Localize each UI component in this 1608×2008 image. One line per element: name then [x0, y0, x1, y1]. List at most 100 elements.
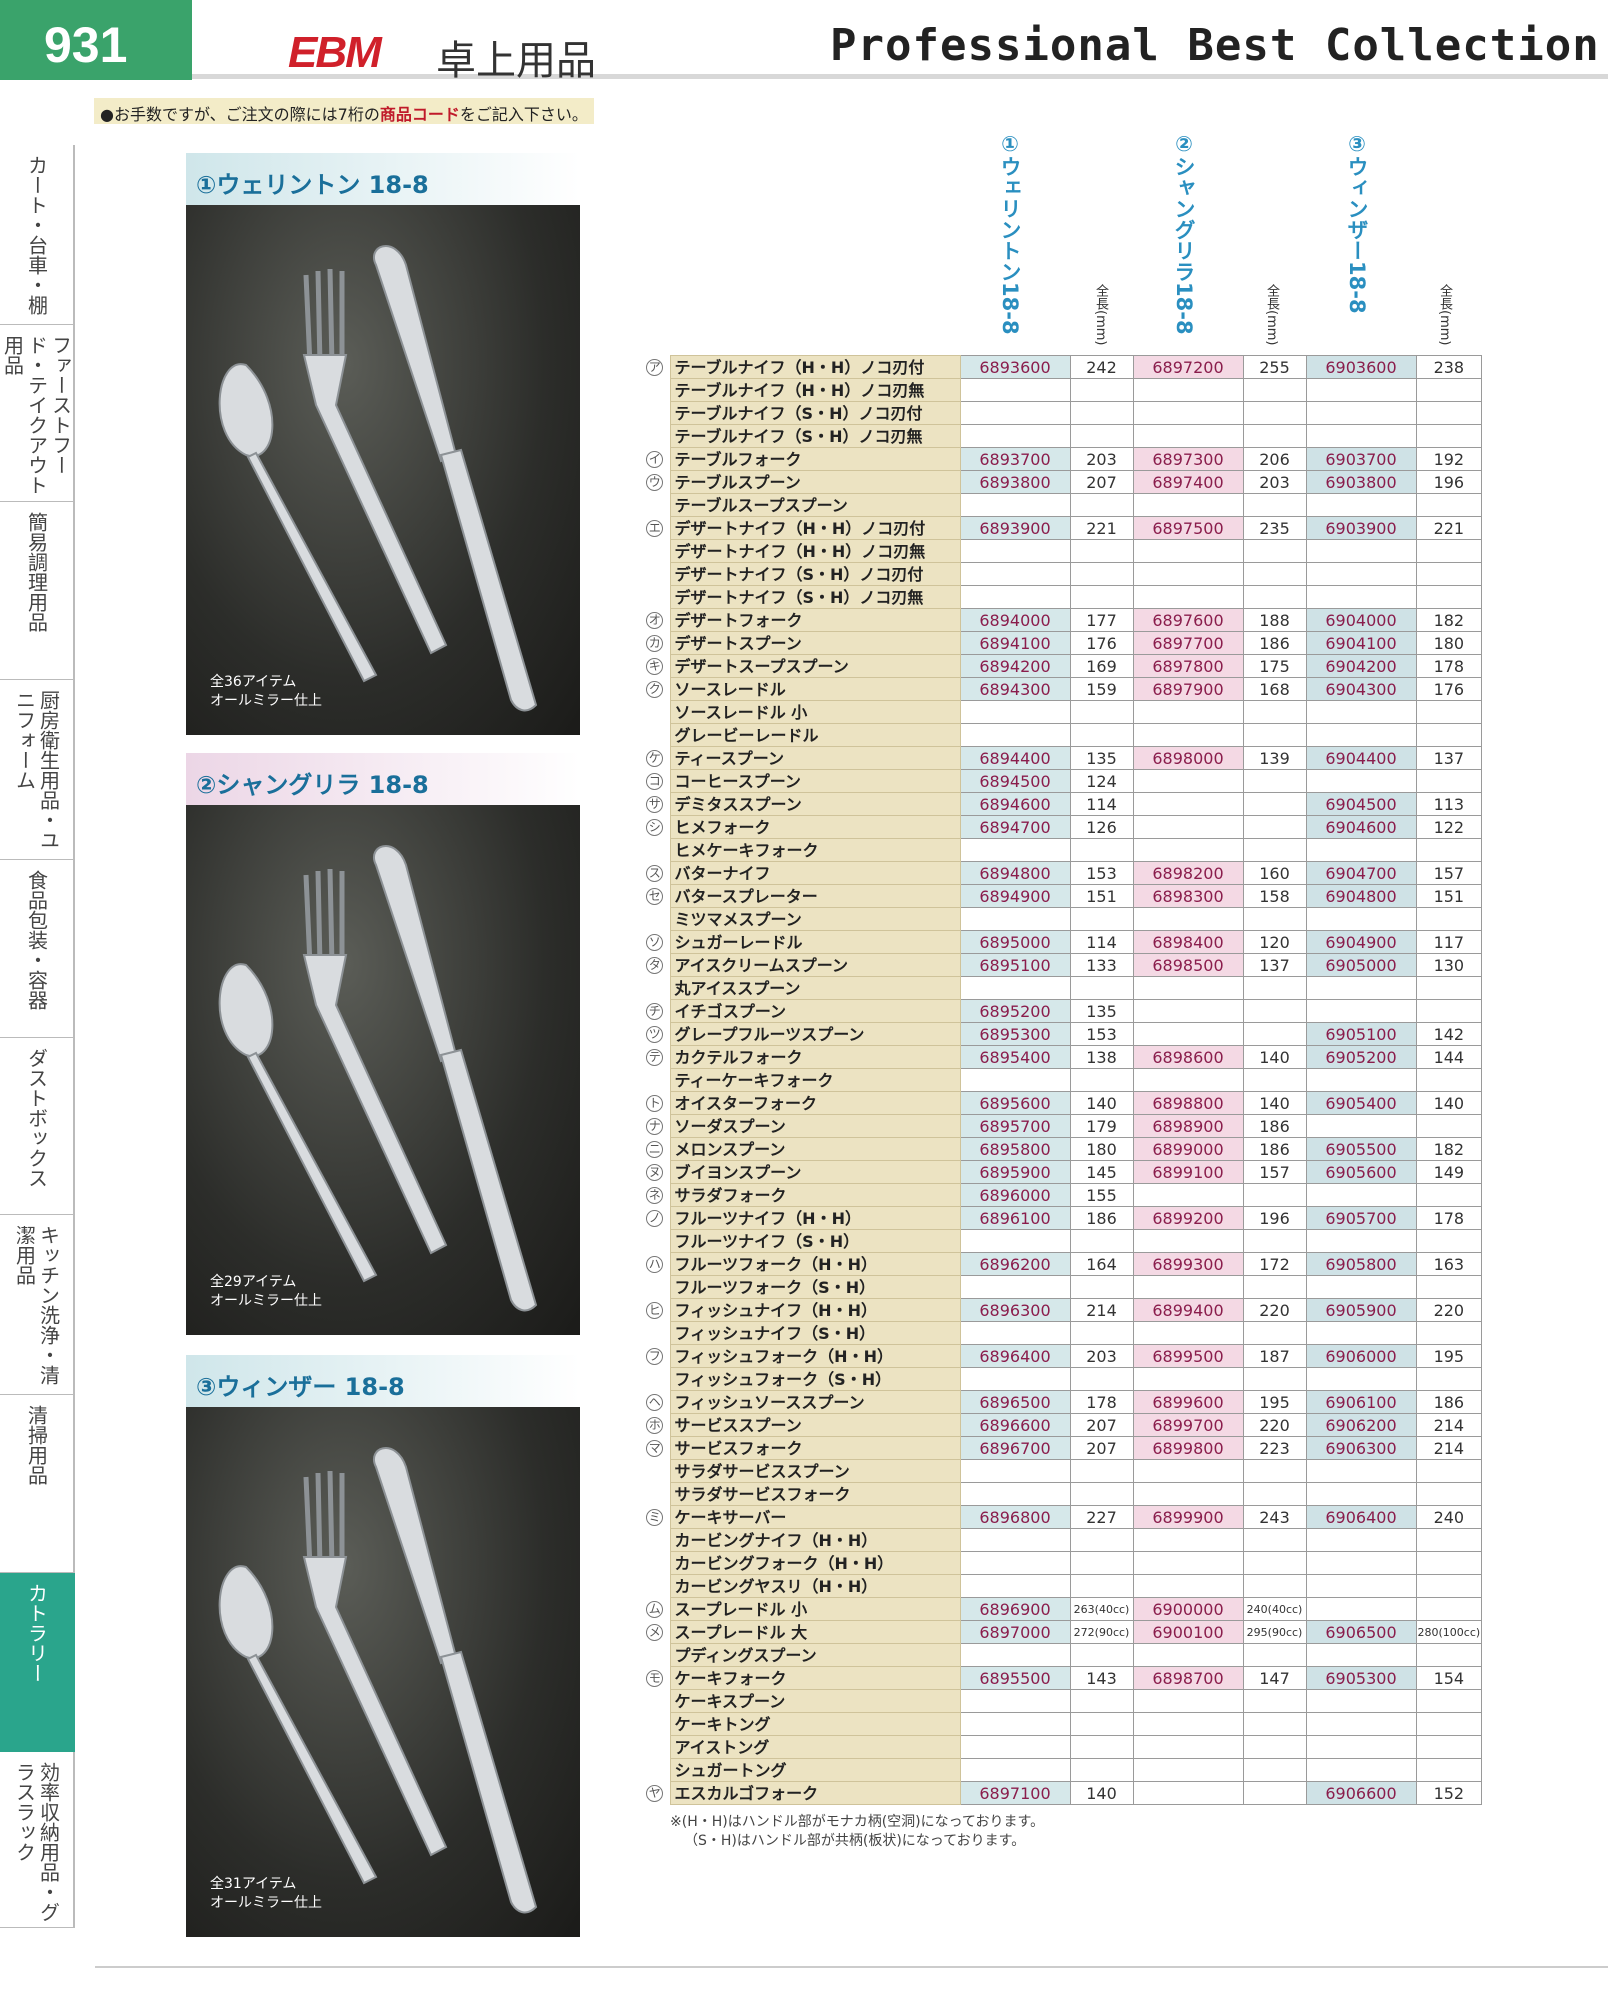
- sidebar-tab[interactable]: ダストボックス: [0, 1038, 75, 1215]
- shangrila-code: 6898900: [1132, 1114, 1244, 1138]
- item-name: エスカルゴフォーク: [669, 1781, 961, 1805]
- shangrila-code: 6899900: [1132, 1505, 1244, 1529]
- wellington-code: 6895700: [959, 1114, 1071, 1138]
- sidebar-tab[interactable]: カトラリー: [0, 1573, 75, 1752]
- sidebar-tab[interactable]: 簡易調理用品: [0, 502, 75, 680]
- item-name: カクテルフォーク: [669, 1045, 961, 1069]
- shangrila-length: [1242, 424, 1307, 448]
- windsor-length: 180: [1415, 631, 1483, 655]
- header-rule: [192, 74, 1608, 79]
- wellington-length: 164: [1069, 1252, 1134, 1276]
- windsor-length: [1415, 1735, 1483, 1759]
- shangrila-code: [1132, 401, 1244, 425]
- shangrila-length: [1242, 585, 1307, 609]
- marker-circle: サ: [646, 795, 664, 813]
- sidebar-tab[interactable]: キッチン洗浄・清潔用品: [0, 1215, 75, 1395]
- shangrila-length: 188: [1242, 608, 1307, 632]
- windsor-code: [1305, 1321, 1417, 1345]
- row-marker: ハ: [640, 1253, 670, 1276]
- sidebar-tab[interactable]: 効率収納用品・グラスラック: [0, 1752, 75, 1928]
- shangrila-code: [1132, 539, 1244, 563]
- windsor-length: [1415, 378, 1483, 402]
- marker-circle: ム: [646, 1600, 664, 1618]
- wellington-code: [959, 424, 1071, 448]
- wellington-length: 143: [1069, 1666, 1134, 1690]
- item-name: フルーツナイフ（H・H）: [669, 1206, 961, 1230]
- windsor-length: 149: [1415, 1160, 1483, 1184]
- windsor-code: 6905500: [1305, 1137, 1417, 1161]
- sidebar-tab[interactable]: カート・台車・棚: [0, 145, 75, 325]
- wellington-code: 6894400: [959, 746, 1071, 770]
- row-marker: ア: [640, 356, 670, 379]
- wellington-length: [1069, 493, 1134, 517]
- row-marker: ト: [640, 1092, 670, 1115]
- sidebar-tab[interactable]: ファーストフード・テイクアウト用品: [0, 325, 75, 502]
- shangrila-code: 6898300: [1132, 884, 1244, 908]
- wellington-code: 6896500: [959, 1390, 1071, 1414]
- panel-title: ②シャングリラ 18-8: [186, 753, 580, 805]
- row-marker: [640, 1322, 670, 1345]
- windsor-length: 157: [1415, 861, 1483, 885]
- shangrila-code: [1132, 1068, 1244, 1092]
- windsor-length: 186: [1415, 1390, 1483, 1414]
- shangrila-code: [1132, 907, 1244, 931]
- shangrila-length: [1242, 999, 1307, 1023]
- shangrila-length: 195: [1242, 1390, 1307, 1414]
- windsor-length: [1415, 1114, 1483, 1138]
- wellington-length: [1069, 1689, 1134, 1713]
- windsor-code: 6904400: [1305, 746, 1417, 770]
- wellington-code: [959, 700, 1071, 724]
- marker-circle: モ: [646, 1669, 664, 1687]
- windsor-length: [1415, 1367, 1483, 1391]
- panel-caption: 全36アイテムオールミラー仕上: [210, 673, 322, 711]
- row-marker: [640, 1230, 670, 1253]
- shangrila-code: 6900100: [1132, 1620, 1244, 1644]
- windsor-code: 6904000: [1305, 608, 1417, 632]
- item-name: ヒメフォーク: [669, 815, 961, 839]
- sidebar-tab[interactable]: 厨房衛生用品・ユニフォーム: [0, 680, 75, 860]
- table-row: プディングスプーン: [640, 1643, 1483, 1667]
- shangrila-code: 6899000: [1132, 1137, 1244, 1161]
- wellington-code: [959, 1229, 1071, 1253]
- windsor-code: 6905700: [1305, 1206, 1417, 1230]
- windsor-length: [1415, 723, 1483, 747]
- notice-text: ●お手数ですが、ご注文の際には7桁の: [100, 105, 380, 124]
- marker-circle: ト: [646, 1094, 664, 1112]
- windsor-length: 113: [1415, 792, 1483, 816]
- item-name: スープレードル 大: [669, 1620, 961, 1644]
- shangrila-length: [1242, 1482, 1307, 1506]
- item-name: サービスフォーク: [669, 1436, 961, 1460]
- windsor-length: [1415, 539, 1483, 563]
- item-name: サラダフォーク: [669, 1183, 961, 1207]
- windsor-code: 6904600: [1305, 815, 1417, 839]
- wellington-code: [959, 1068, 1071, 1092]
- sidebar-tab[interactable]: 清掃用品: [0, 1395, 75, 1573]
- footnotes: ※(H・H)はハンドル部がモナカ柄(空洞)になっております。 （S・H)はハンド…: [670, 1813, 1482, 1851]
- wellington-code: [959, 539, 1071, 563]
- marker-circle: マ: [646, 1439, 664, 1457]
- windsor-code: 6906500: [1305, 1620, 1417, 1644]
- windsor-code: [1305, 585, 1417, 609]
- windsor-code: 6905200: [1305, 1045, 1417, 1069]
- row-marker: [640, 1736, 670, 1759]
- wellington-length: 153: [1069, 861, 1134, 885]
- shangrila-code: [1132, 1459, 1244, 1483]
- shangrila-length: [1242, 1275, 1307, 1299]
- sidebar-tab[interactable]: 食品包装・容器: [0, 860, 75, 1038]
- wellington-code: [959, 493, 1071, 517]
- wellington-length: [1069, 1528, 1134, 1552]
- shangrila-code: [1132, 769, 1244, 793]
- item-name: フルーツフォーク（S・H）: [669, 1275, 961, 1299]
- item-name: フィッシュナイフ（S・H）: [669, 1321, 961, 1345]
- wellington-code: 6895300: [959, 1022, 1071, 1046]
- row-marker: ム: [640, 1598, 670, 1621]
- item-name: カービングナイフ（H・H）: [669, 1528, 961, 1552]
- shangrila-code: [1132, 1275, 1244, 1299]
- windsor-code: [1305, 1712, 1417, 1736]
- shangrila-code: 6899200: [1132, 1206, 1244, 1230]
